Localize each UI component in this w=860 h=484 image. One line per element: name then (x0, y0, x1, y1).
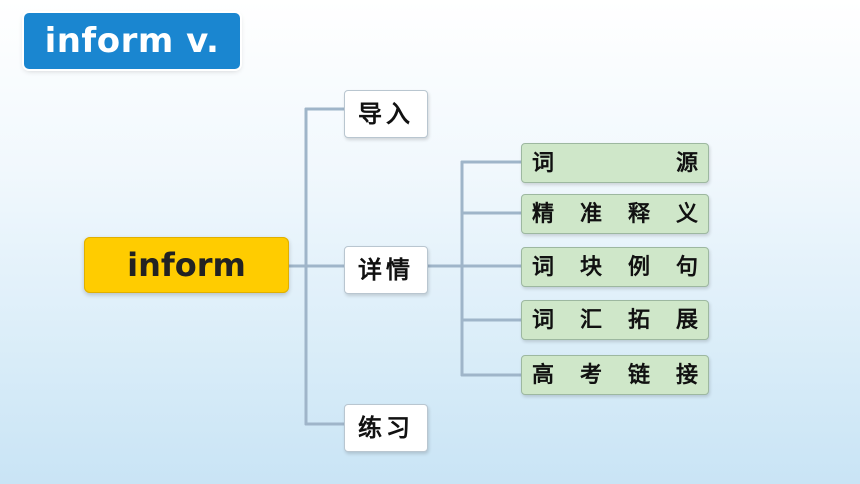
leaf-node-expansion: 词汇拓展 (521, 300, 709, 340)
leaf-char: 源 (675, 151, 698, 176)
leaf-node-exam-link: 高考链接 (521, 355, 709, 395)
leaf-node-examples: 词块例句 (521, 247, 709, 287)
leaf-char: 词 (532, 151, 555, 176)
leaf-char: 句 (675, 255, 698, 280)
leaf-char: 精 (532, 202, 555, 227)
leaf-char: 考 (579, 363, 602, 388)
leaf-char: 接 (675, 363, 698, 388)
leaf-char: 拓 (627, 308, 650, 333)
branch-node-detail: 详情 (344, 246, 428, 294)
leaf-char: 义 (675, 202, 698, 227)
leaf-char: 释 (627, 202, 650, 227)
leaf-node-definition: 精准释义 (521, 194, 709, 234)
leaf-char: 展 (675, 308, 698, 333)
leaf-node-etymology: 词源 (521, 143, 709, 183)
leaf-char: 块 (579, 255, 602, 280)
title-badge: inform v. (24, 13, 240, 69)
branch-node-intro: 导入 (344, 90, 428, 138)
leaf-char: 链 (627, 363, 650, 388)
root-node: inform (84, 237, 289, 293)
branch-node-practice: 练习 (344, 404, 428, 452)
leaf-char: 汇 (579, 308, 602, 333)
leaf-char: 例 (627, 255, 650, 280)
leaf-char: 词 (532, 308, 555, 333)
leaf-char: 准 (579, 202, 602, 227)
leaf-char: 高 (532, 363, 555, 388)
leaf-char: 词 (532, 255, 555, 280)
